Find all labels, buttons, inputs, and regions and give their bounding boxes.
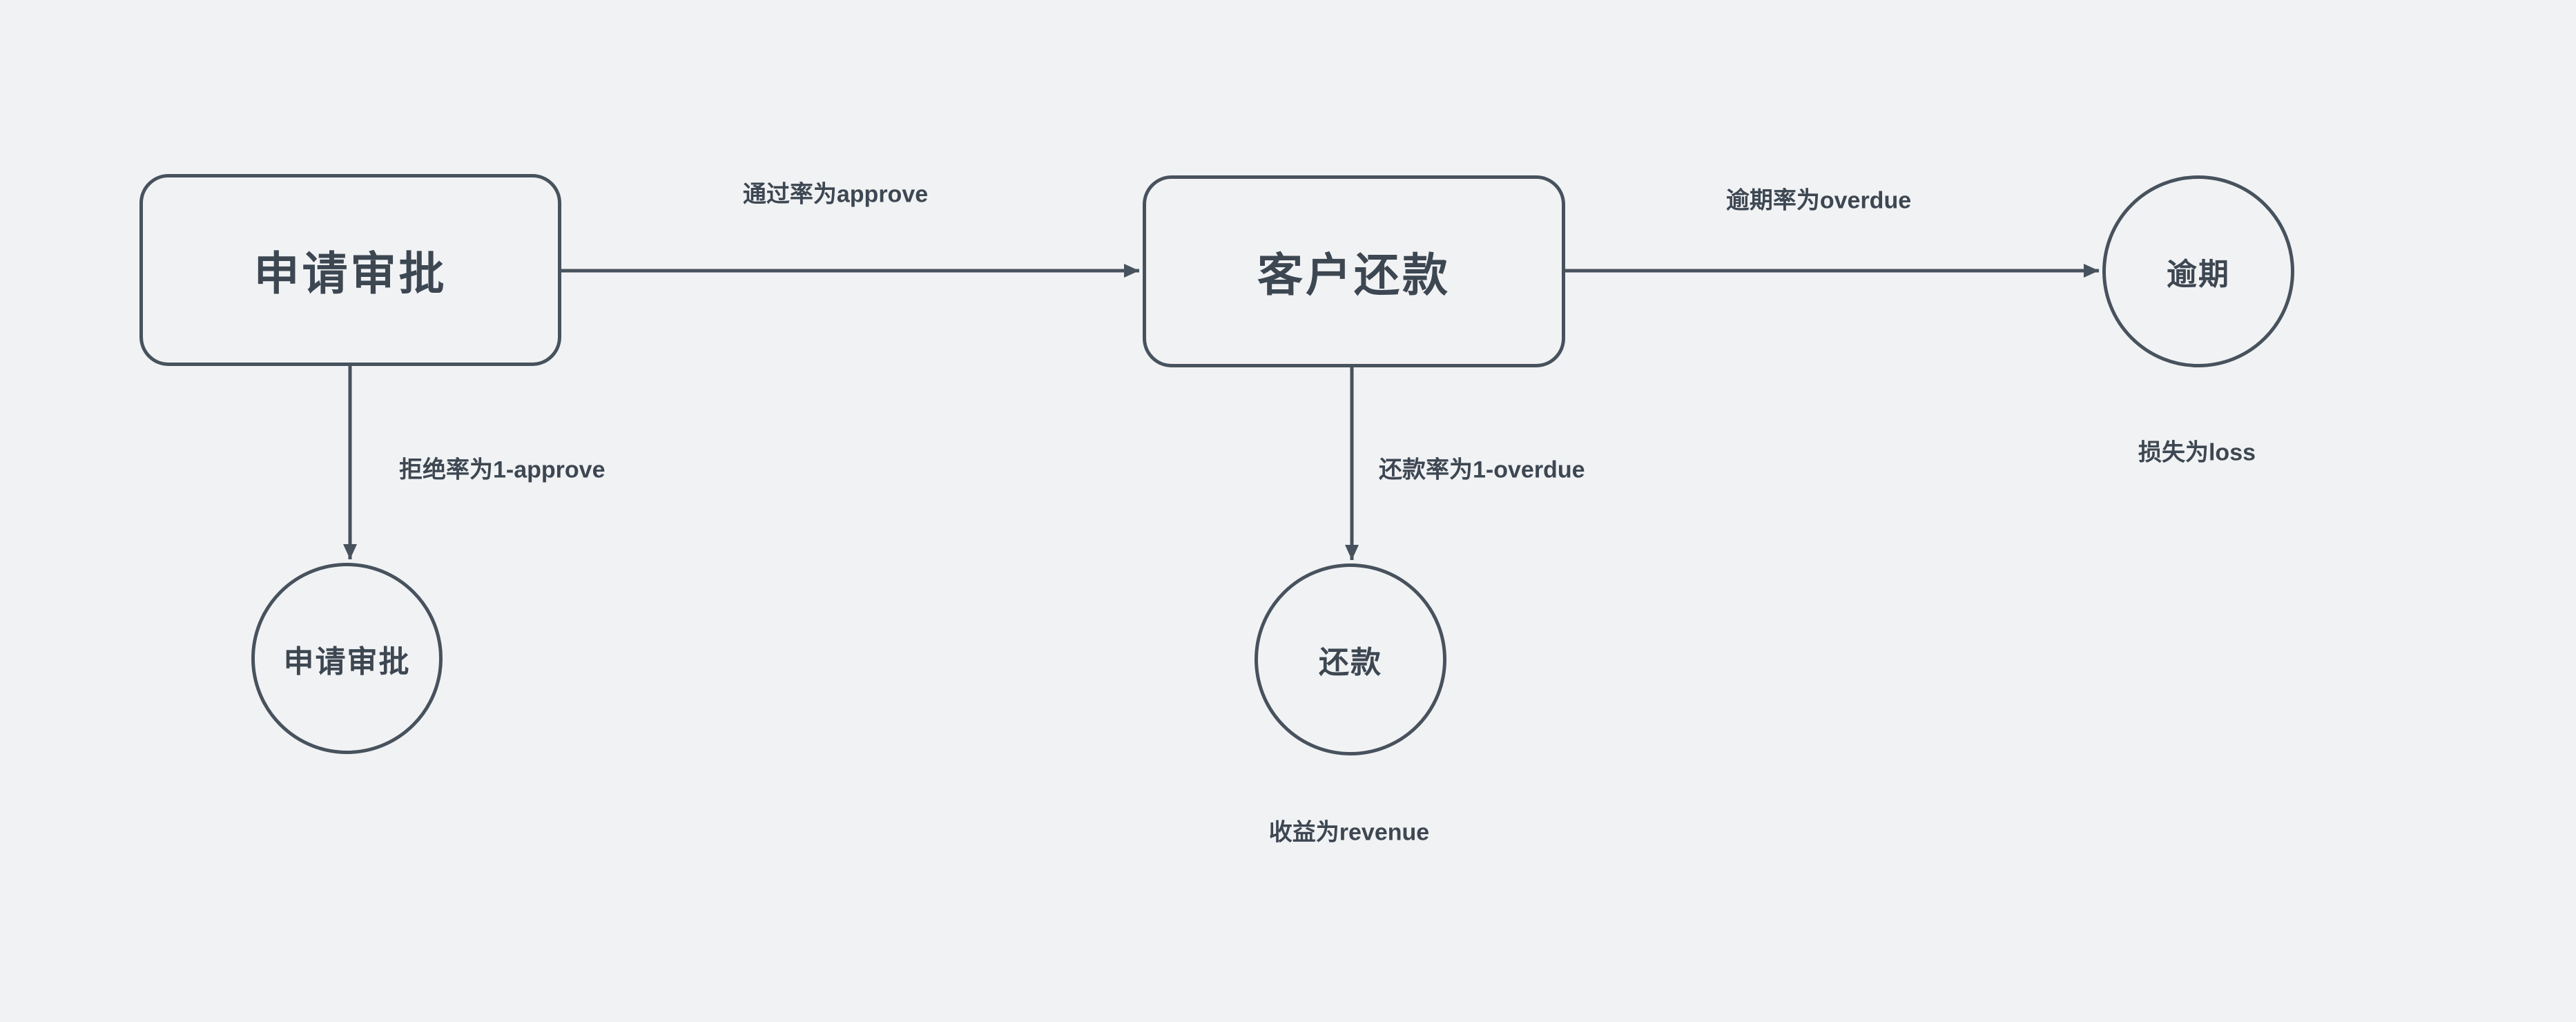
edge-label-pass-rate: 通过率为approve <box>742 181 929 208</box>
node-label: 还款 <box>1319 646 1382 679</box>
node-label: 逾期 <box>2167 258 2230 291</box>
edge-label-reject-rate: 拒绝率为1-approve <box>399 456 606 483</box>
annotation-revenue: 收益为revenue <box>1268 819 1430 846</box>
node-rejected-application[interactable]: 申请审批 <box>251 563 443 754</box>
node-label: 申请审批 <box>253 248 447 299</box>
edge-label-repay-rate: 还款率为1-overdue <box>1379 456 1585 483</box>
annotation-loss: 损失为loss <box>2138 439 2256 466</box>
node-label: 申请审批 <box>283 644 411 679</box>
node-label: 客户还款 <box>1257 249 1451 300</box>
node-application-approval[interactable]: 申请审批 <box>139 174 561 366</box>
edge-label-overdue-rate: 逾期率为overdue <box>1725 187 1912 214</box>
node-repaid[interactable]: 还款 <box>1255 563 1446 755</box>
node-customer-repayment[interactable]: 客户还款 <box>1143 175 1565 367</box>
node-overdue[interactable]: 逾期 <box>2102 175 2294 367</box>
